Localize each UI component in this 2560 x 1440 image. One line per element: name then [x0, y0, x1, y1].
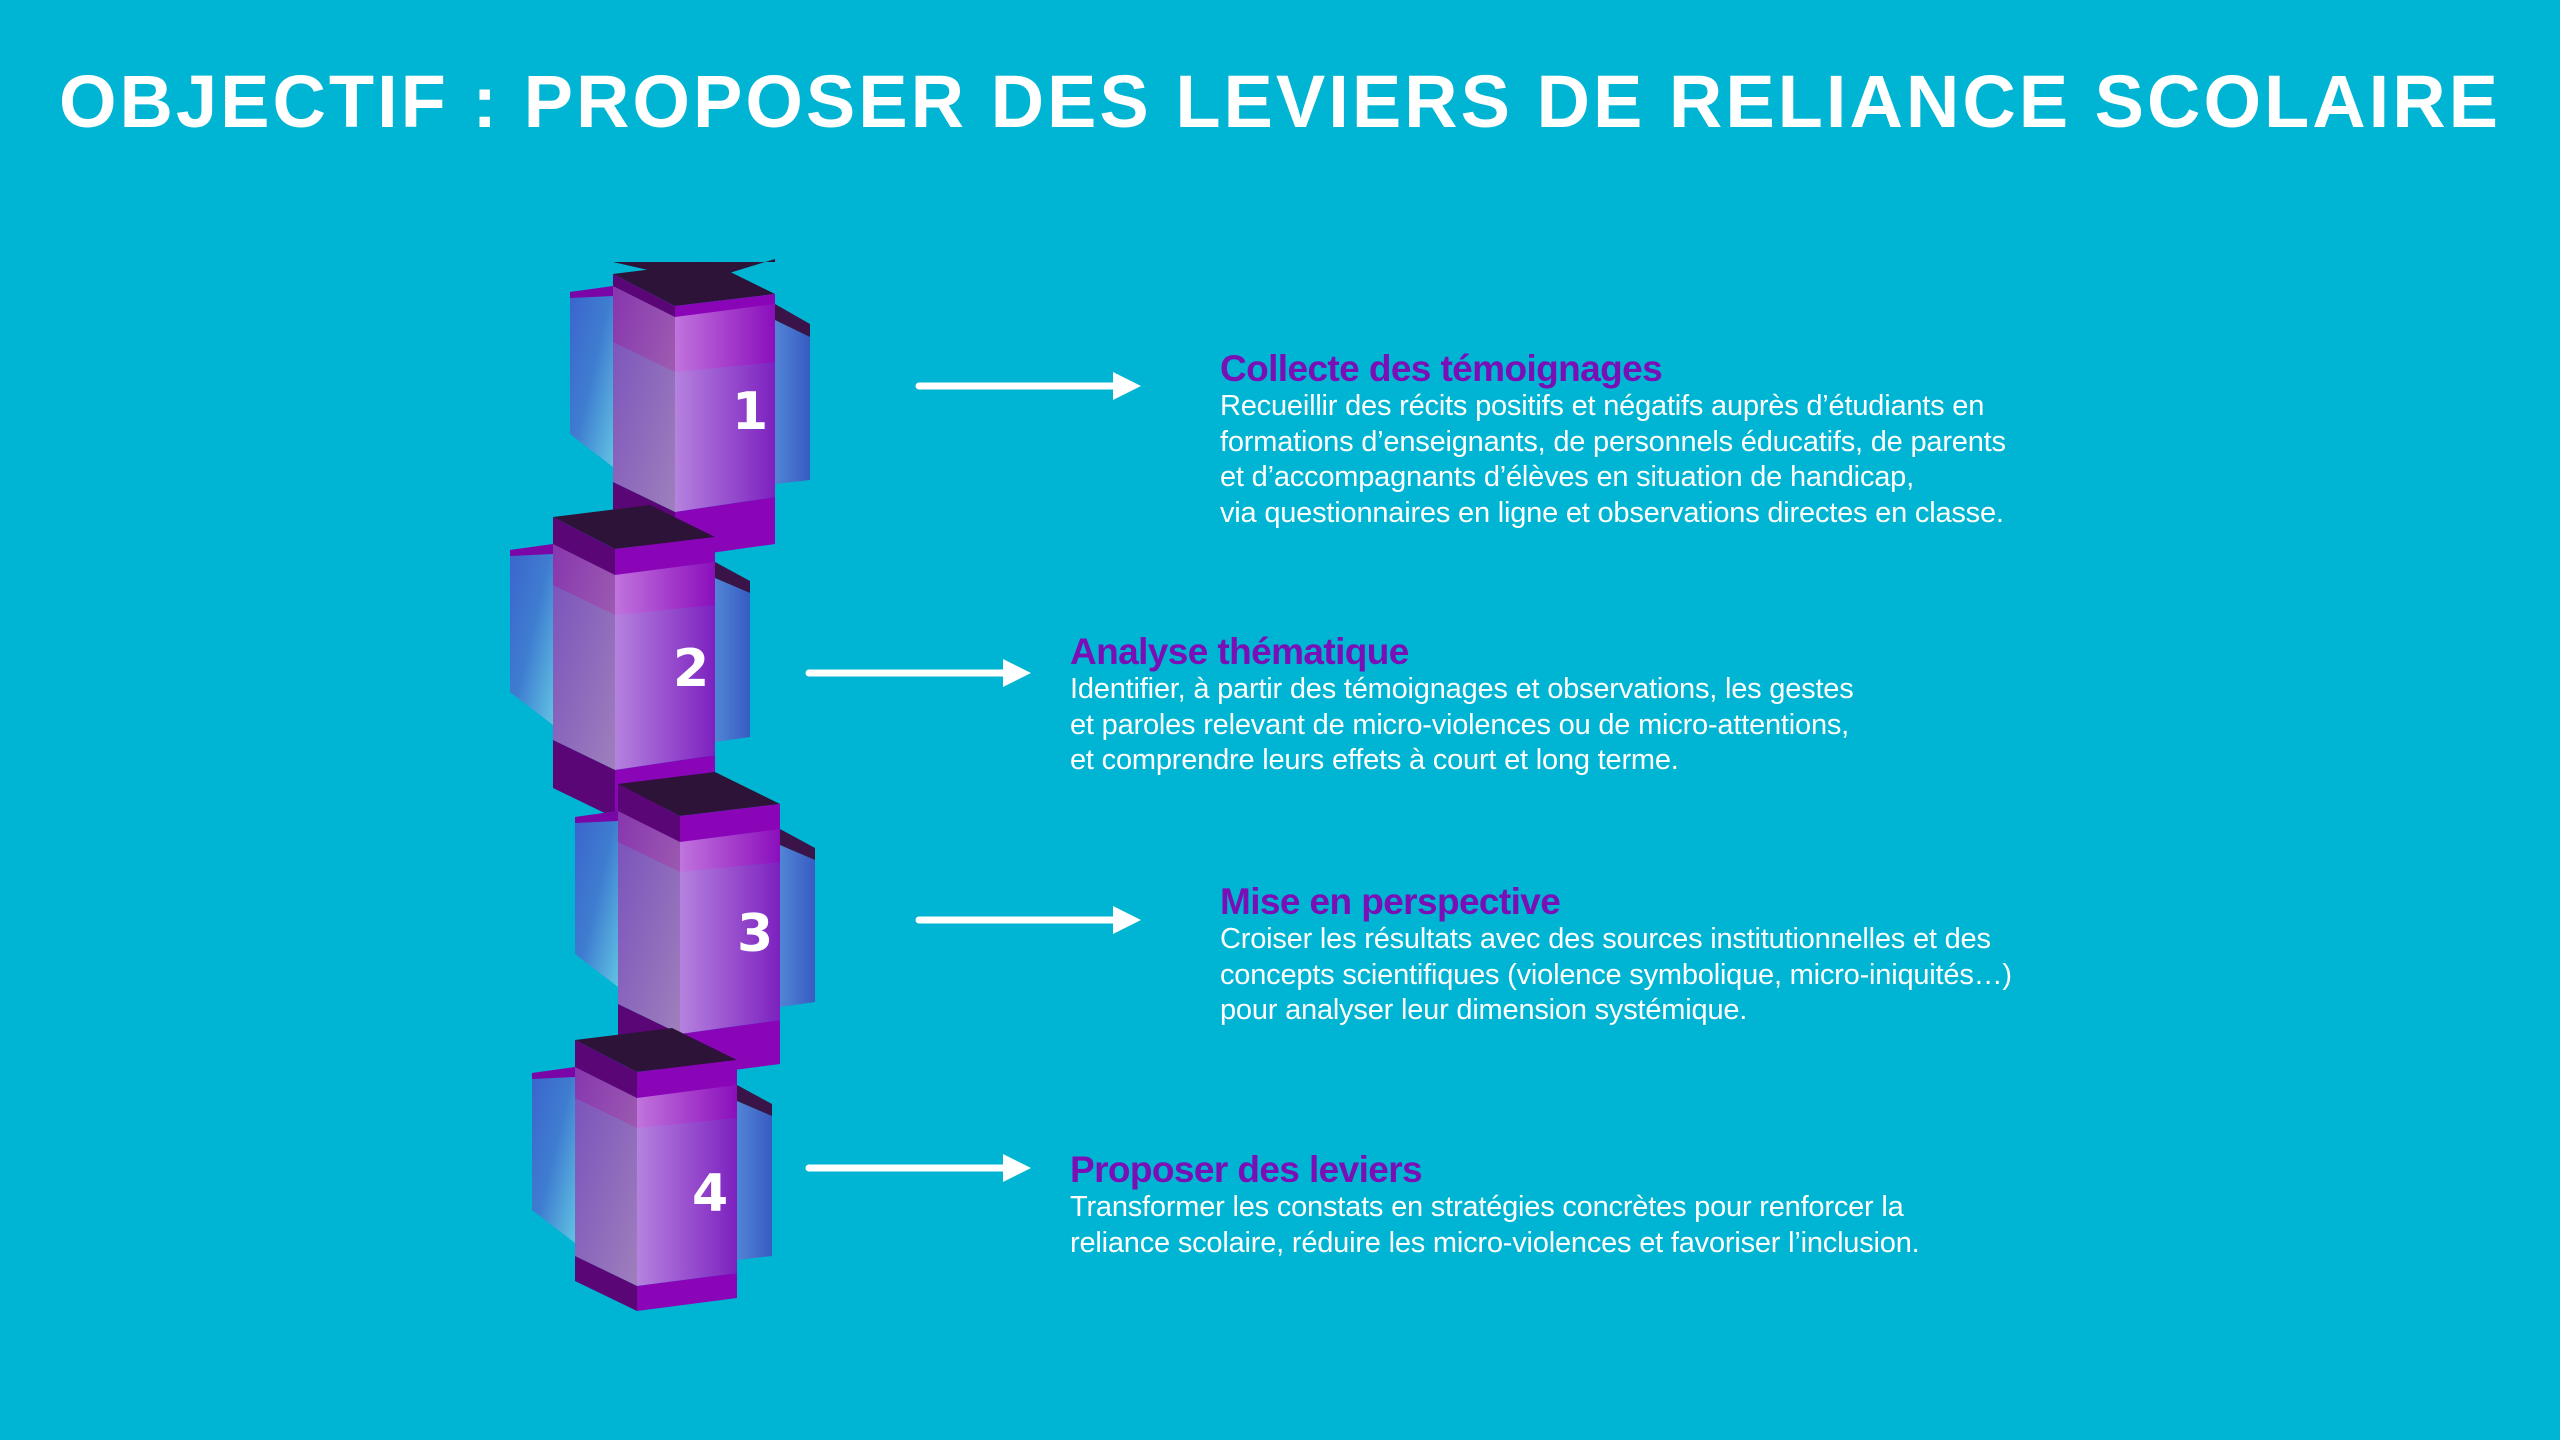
cube-icon [575, 772, 815, 1080]
step-title: Mise en perspective [1220, 881, 1561, 922]
cube-icon [532, 1028, 772, 1311]
step-description: Identifier, à partir des témoignages et … [1070, 673, 1854, 776]
step-description: Transformer les constats en stratégies c… [1070, 1191, 1920, 1259]
step-number: 4 [692, 1164, 729, 1224]
step-3: Mise en perspective Croiser les résultat… [1220, 882, 2012, 1029]
step-description: Recueillir des récits positifs et négati… [1220, 390, 2006, 529]
step-number: 1 [732, 382, 769, 442]
arrow-right-icon [805, 1154, 1031, 1182]
step-4: Proposer des leviers Transformer les con… [1070, 1150, 1920, 1261]
step-title: Collecte des témoignages [1220, 348, 1663, 389]
page-title: OBJECTIF : PROPOSER DES LEVIERS DE RELIA… [58, 60, 2502, 143]
cube-icon [510, 505, 750, 818]
step-3b-cube: 4 [532, 1028, 892, 1328]
arrow-right-icon [805, 659, 1031, 687]
arrow-right-icon [915, 372, 1141, 400]
step-title: Proposer des leviers [1070, 1149, 1423, 1190]
step-2: Analyse thématique Identifier, à partir … [1070, 632, 1854, 779]
step-title: Analyse thématique [1070, 631, 1409, 672]
step-number: 3 [737, 904, 774, 964]
step-1: Collecte des témoignages Recueillir des … [1220, 349, 2006, 531]
step-description: Croiser les résultats avec des sources i… [1220, 923, 2012, 1026]
step-2-cube: 2 [510, 505, 870, 818]
step-number: 2 [673, 639, 710, 699]
arrow-right-icon [915, 906, 1141, 934]
step-3-cube: 3 [575, 772, 935, 1080]
